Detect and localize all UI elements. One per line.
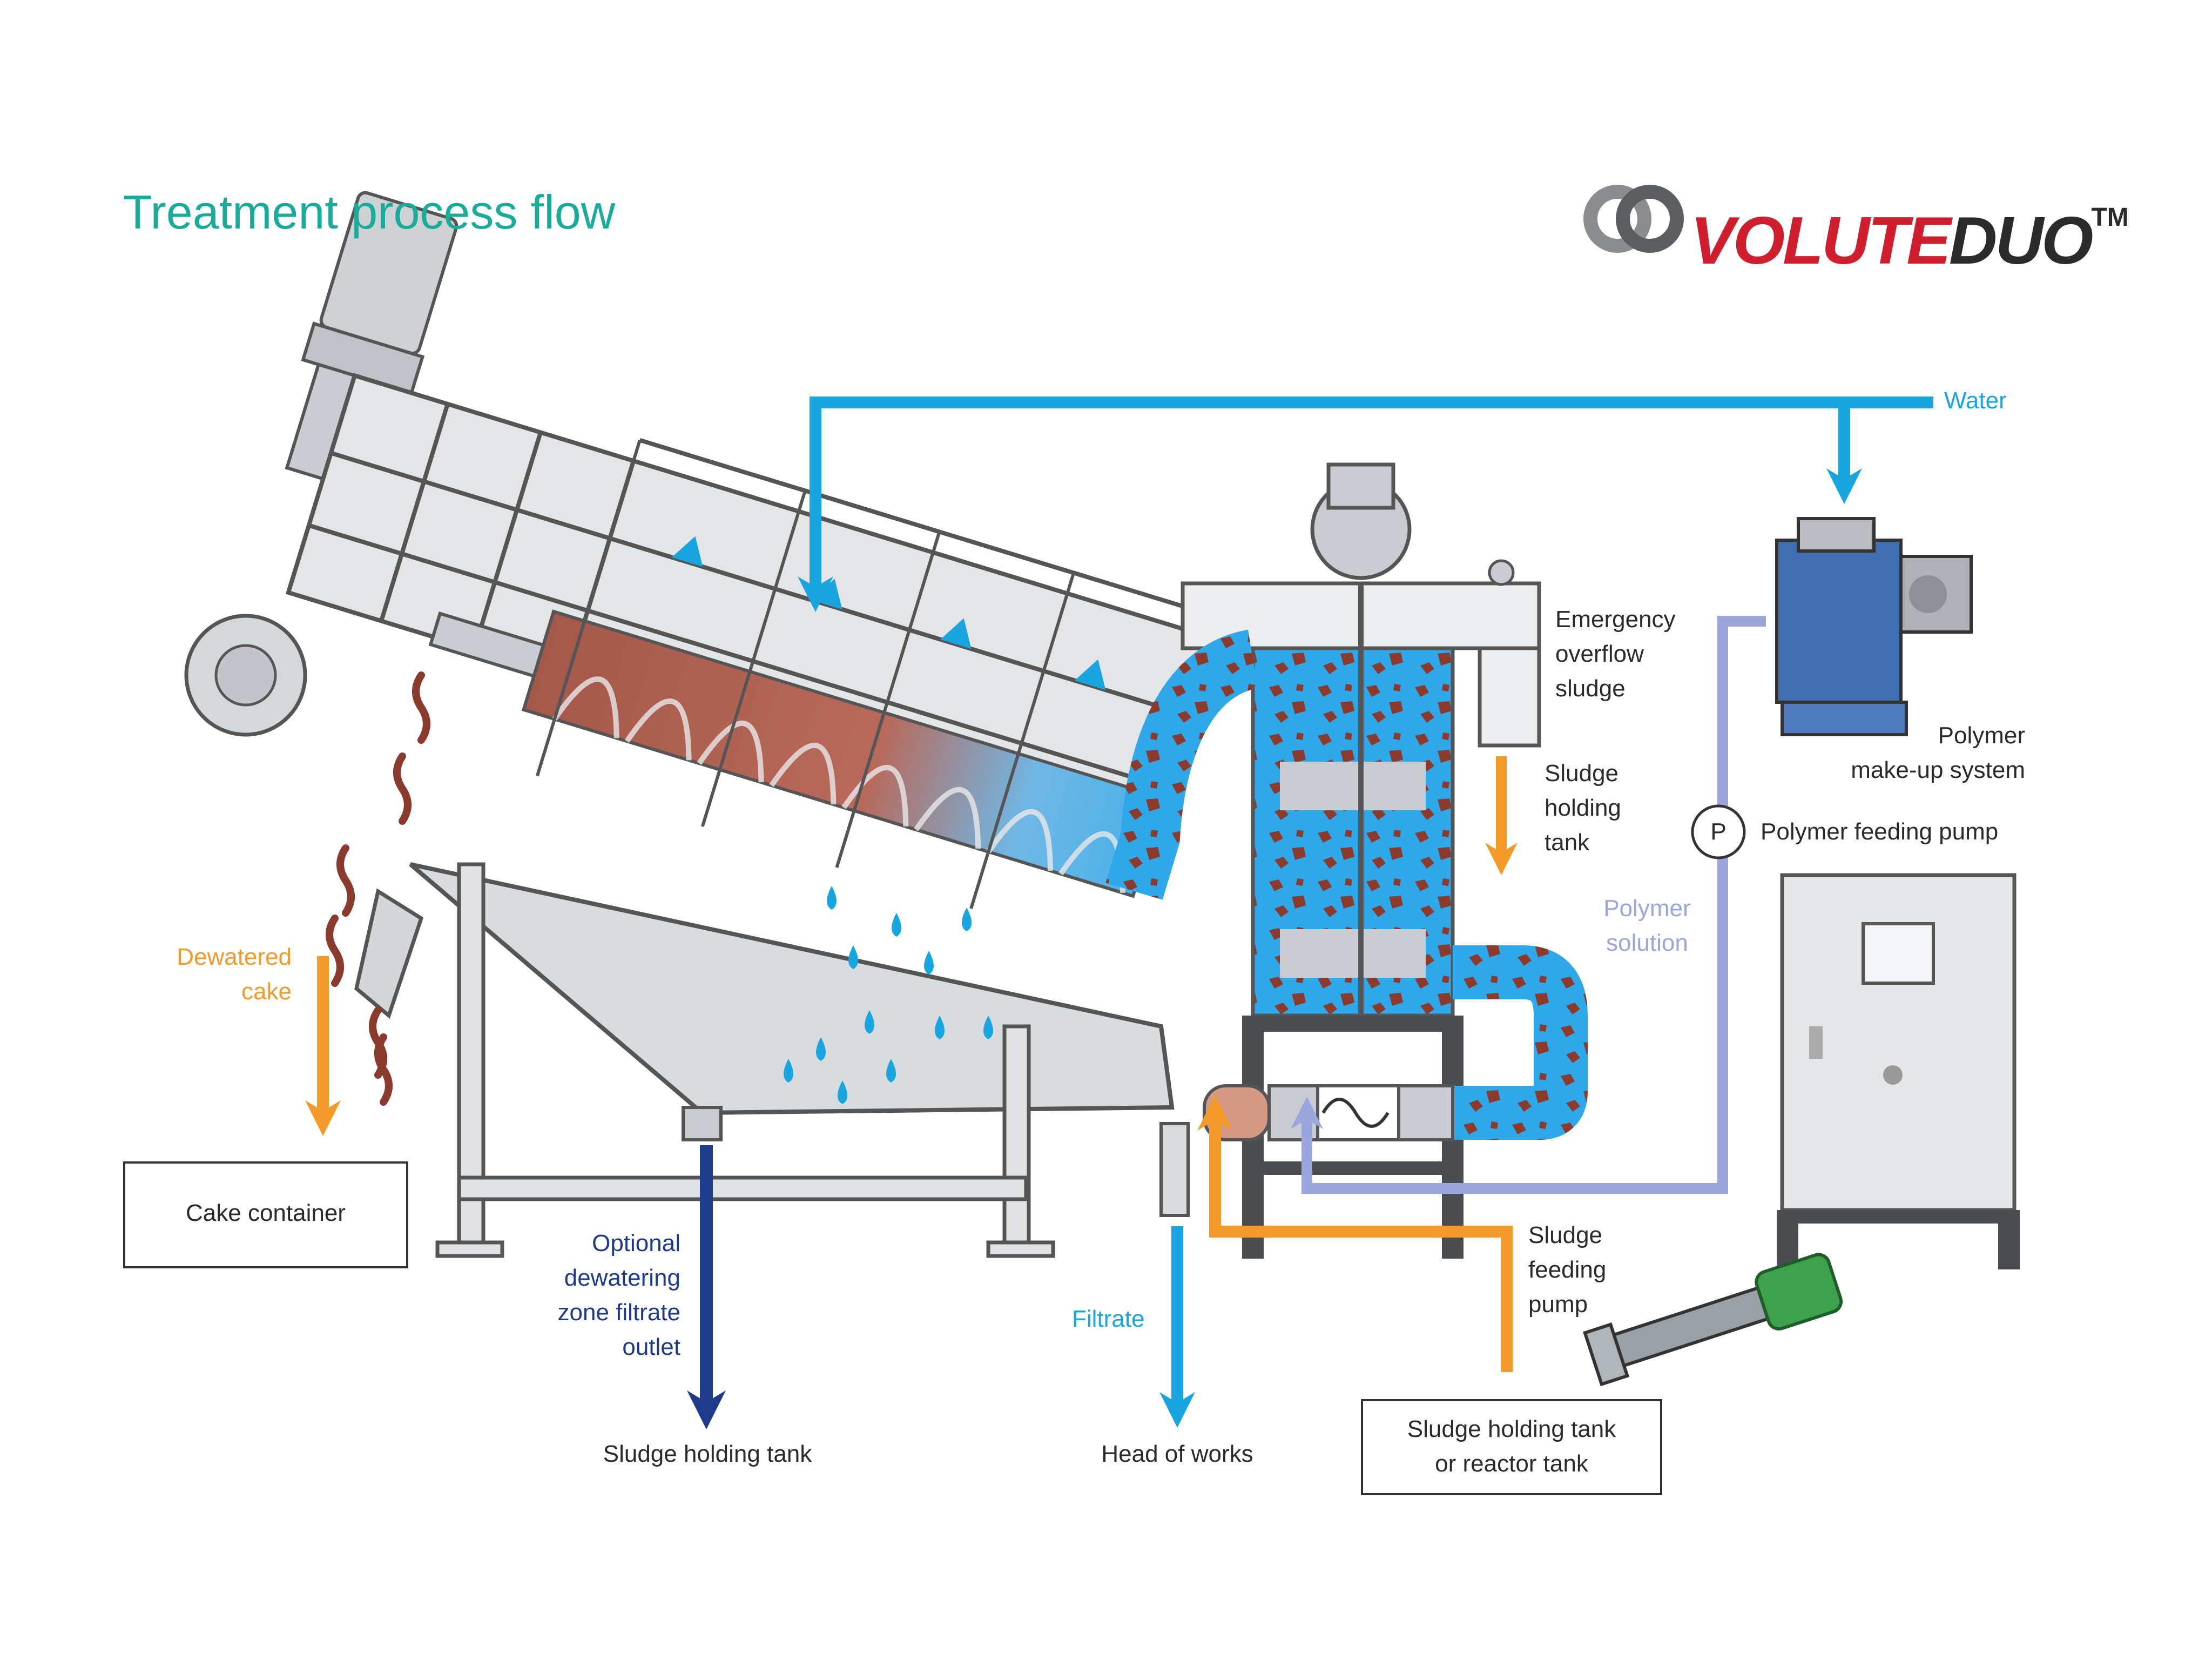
sludge-feed-line xyxy=(1197,1095,1513,1372)
label-holding-or-reactor: Sludge holding tank or reactor tank xyxy=(1407,1416,1616,1477)
spray-nozzle xyxy=(672,536,703,567)
cake-particles xyxy=(326,671,430,1106)
polymer-solution-line xyxy=(1291,616,1766,1194)
label-cake-container: Cake container xyxy=(186,1200,346,1226)
water-supply-line xyxy=(798,396,1933,612)
label-sludge-holding-tank-bottom: Sludge holding tank xyxy=(603,1441,812,1467)
label-dewatered-cake: Dewatered cake xyxy=(177,944,292,1005)
spray-nozzle xyxy=(940,618,972,649)
spray-nozzle xyxy=(1074,659,1106,690)
control-panel xyxy=(1777,873,2020,1269)
logo-part-volute: VOLUTE xyxy=(1690,204,1951,278)
polymer-pump-symbol xyxy=(1691,804,1746,859)
filtrate-drops xyxy=(784,886,993,1104)
flocculation-tank xyxy=(1105,462,1541,1018)
label-filtrate: Filtrate xyxy=(1072,1306,1145,1332)
volute-duo-logo: VOLUTEDUOTM xyxy=(1582,173,2129,278)
pump-symbol-label: P xyxy=(1710,818,1727,845)
cake-container-box: Cake container xyxy=(123,1161,408,1268)
label-sludge-feeding-pump: Sludge feeding pump xyxy=(1528,1222,1607,1318)
label-polymer-solution: Polymer solution xyxy=(1603,895,1691,956)
logo-part-duo: DUO xyxy=(1948,204,2094,278)
filtrate-trough xyxy=(409,862,1190,1217)
sludge-feed-pump xyxy=(1583,1253,1843,1387)
screw-press-machine xyxy=(285,191,1219,909)
label-water: Water xyxy=(1944,387,2007,414)
logo-wordmark: VOLUTEDUOTM xyxy=(1690,177,2129,281)
label-polymer-feeding-pump: Polymer feeding pump xyxy=(1761,818,1999,845)
machine-stand xyxy=(435,862,1055,1258)
label-sludge-holding-tank-side: Sludge holding tank xyxy=(1545,760,1621,856)
label-optional-outlet: Optional dewatering zone filtrate outlet xyxy=(557,1230,680,1360)
logo-mark-icon xyxy=(1583,185,1684,253)
page-title: Treatment process flow xyxy=(123,185,616,239)
label-head-of-works: Head of works xyxy=(1101,1441,1253,1467)
holding-reactor-box: Sludge holding tank or reactor tank xyxy=(1361,1399,1662,1495)
logo-trademark: TM xyxy=(2091,203,2129,232)
sludge-inlet-pipe xyxy=(1203,945,1588,1141)
polymer-makeup-unit xyxy=(1775,517,1973,736)
label-emergency-overflow: Emergency overflow sludge xyxy=(1555,606,1676,702)
cake-discharge-chute xyxy=(354,888,424,1019)
label-polymer-makeup: Polymer make-up system xyxy=(1851,722,2025,783)
machine-frame xyxy=(285,373,1219,858)
